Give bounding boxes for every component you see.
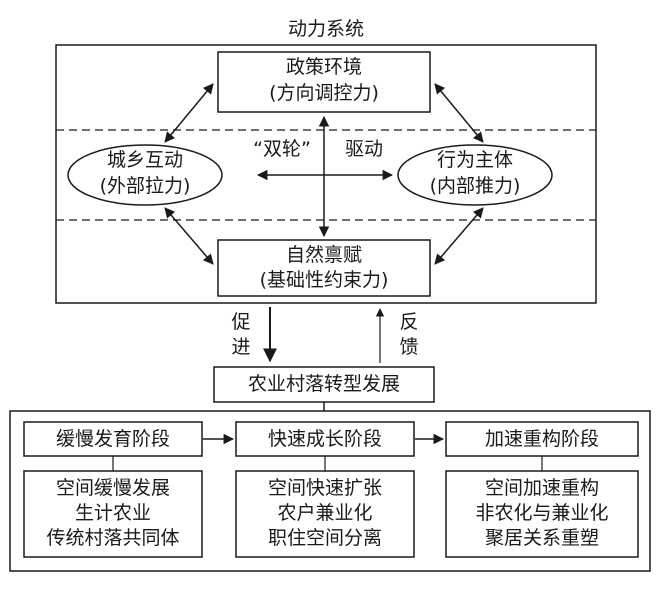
stage-1-box (23, 421, 203, 457)
urban-rural-ellipse (67, 144, 223, 206)
urban-natural-arrow (164, 207, 214, 265)
promote-label-1: 促 (231, 311, 251, 333)
stage-1-name: 缓慢发育阶段 (55, 428, 170, 450)
stage-1-feature-1: 空间缓慢发展 (55, 477, 170, 499)
actors-ellipse (397, 144, 553, 206)
actors-label: 行为主体 (436, 149, 513, 171)
stage-3-features-box (445, 470, 639, 558)
promote-label-2: 进 (231, 336, 251, 358)
policy-sublabel: (方向调控力) (269, 82, 379, 104)
drive-label-word: 驱动 (344, 138, 383, 160)
feedback-label-2: 馈 (399, 336, 419, 358)
urban-rural-label: 城乡互动 (106, 149, 183, 171)
policy-label: 政策环境 (285, 56, 362, 78)
natural-box (217, 239, 431, 297)
stage-2-feature-3: 职住空间分离 (267, 527, 382, 549)
stage-2-feature-1: 空间快速扩张 (267, 477, 382, 499)
natural-label: 自然禀赋 (285, 244, 362, 266)
stage-3-box (445, 421, 639, 457)
stage-2-name: 快速成长阶段 (267, 428, 382, 450)
dynamic-system-frame (55, 44, 597, 304)
policy-actors-arrow (434, 83, 484, 143)
stage-2-feature-2: 农户兼业化 (277, 502, 373, 524)
policy-box (217, 51, 431, 113)
stage-1-feature-3: 传统村落共同体 (46, 527, 180, 549)
actors-natural-arrow (434, 207, 484, 265)
stage-1-features-box (23, 470, 203, 558)
transform-label: 农业村落转型发展 (247, 373, 400, 395)
urban-rural-sublabel: (外部拉力) (99, 175, 191, 197)
stage-3-feature-2: 非农化与兼业化 (475, 502, 609, 524)
drive-label-quote: “双轮” (253, 138, 311, 160)
stage-3-name: 加速重构阶段 (484, 428, 599, 450)
stage-3-feature-3: 聚居关系重塑 (484, 527, 599, 549)
stages-frame (9, 410, 651, 572)
stage-1-feature-2: 生计农业 (74, 502, 151, 524)
stage-2-features-box (235, 470, 415, 558)
natural-sublabel: (基础性约束力) (259, 269, 389, 291)
stage-2-box (235, 421, 415, 457)
diagram-title: 动力系统 (287, 18, 364, 40)
actors-sublabel: (内部推力) (429, 175, 521, 197)
stage-3-feature-1: 空间加速重构 (484, 477, 599, 499)
feedback-label-1: 反 (399, 311, 419, 333)
policy-urban-arrow (164, 83, 214, 143)
